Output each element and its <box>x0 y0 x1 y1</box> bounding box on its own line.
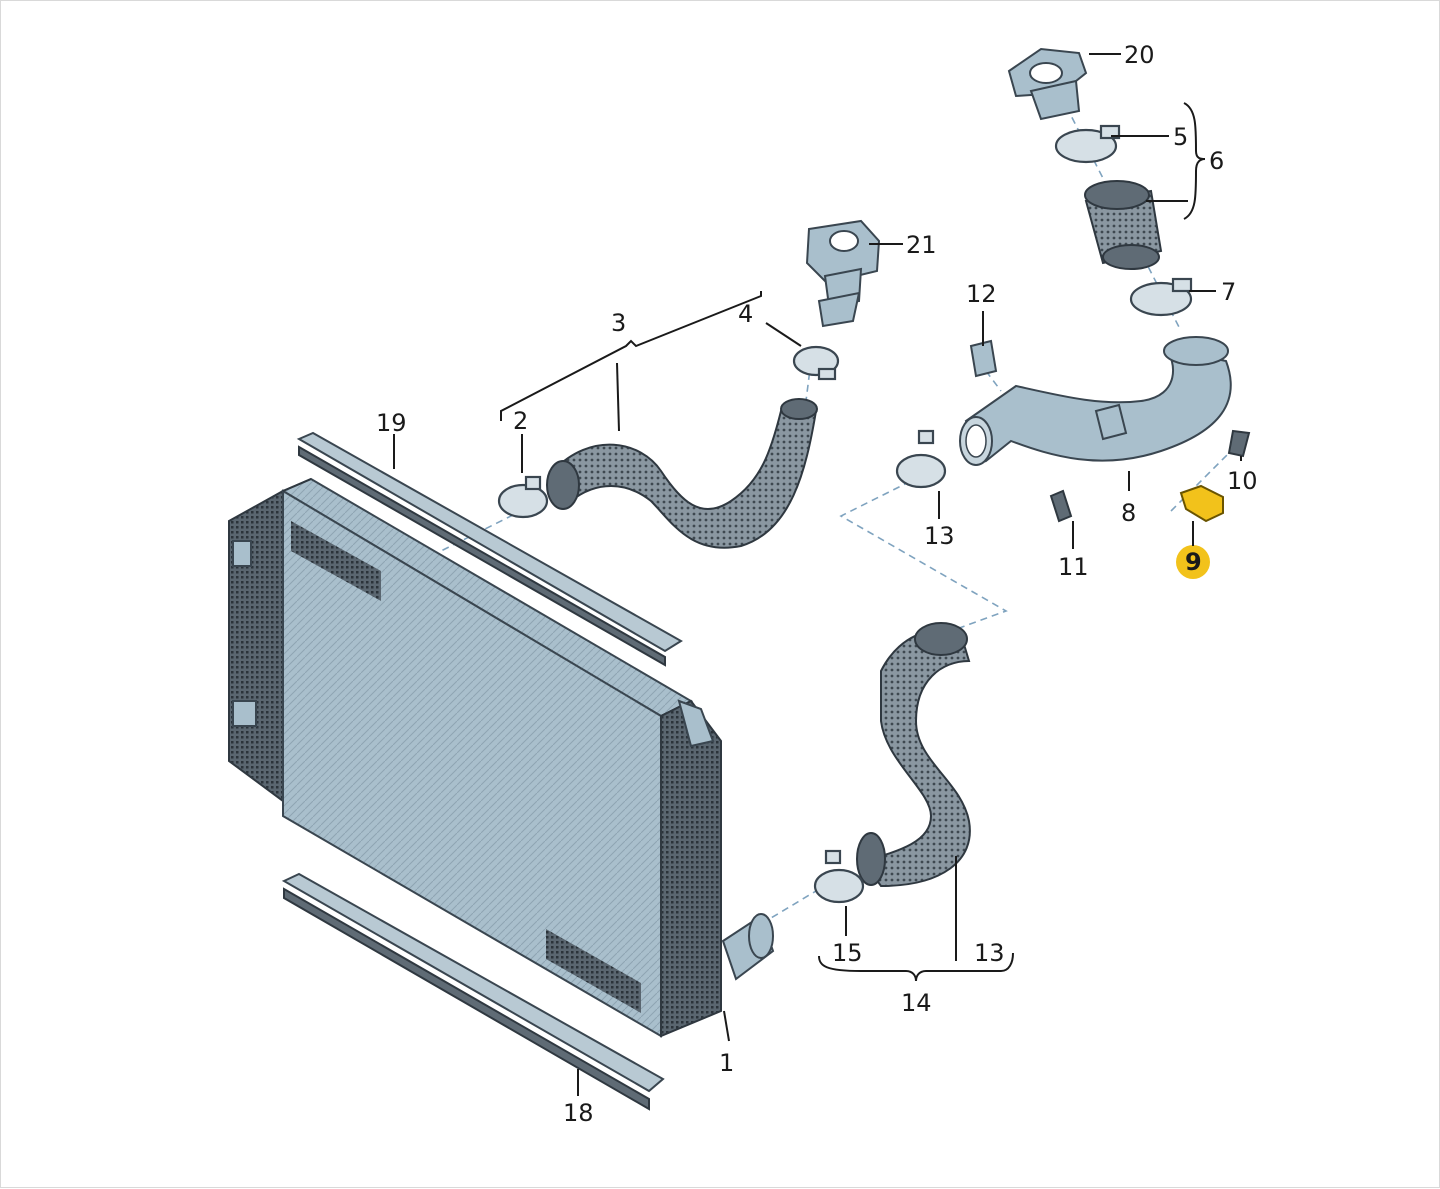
hose-clamp-13 <box>895 429 947 489</box>
hose-clamp-2 <box>497 475 549 519</box>
connector-flange-20 <box>1007 47 1088 121</box>
label-18: 18 <box>563 1099 594 1127</box>
label-1: 1 <box>719 1049 734 1077</box>
part-number-labels: 20 5 6 7 21 4 3 2 19 12 10 8 13 11 9 15 … <box>376 41 1258 1127</box>
charge-air-cooler <box>228 477 775 1038</box>
label-4: 4 <box>738 300 753 328</box>
label-21: 21 <box>906 231 937 259</box>
connector-flange-21 <box>805 219 881 328</box>
label-7: 7 <box>1221 278 1236 306</box>
label-2: 2 <box>513 407 528 435</box>
label-13-lower: 13 <box>974 939 1005 967</box>
hose-clamp-15 <box>813 849 865 904</box>
label-6: 6 <box>1209 147 1224 175</box>
hose-clamp-5 <box>1054 124 1121 164</box>
leader-lines <box>393 53 1242 1096</box>
label-19: 19 <box>376 409 407 437</box>
label-10: 10 <box>1227 467 1258 495</box>
label-8: 8 <box>1121 499 1136 527</box>
bottom-seal-strip <box>281 872 665 1111</box>
charge-air-hose-14 <box>856 622 971 888</box>
label-12: 12 <box>966 280 997 308</box>
label-20: 20 <box>1124 41 1155 69</box>
bolt-10 <box>1227 429 1251 458</box>
bellow-connector-6 <box>1084 180 1163 270</box>
label-5: 5 <box>1173 123 1188 151</box>
hose-clamp-7 <box>1129 277 1193 317</box>
retaining-clip-12 <box>969 339 998 378</box>
label-9: 9 <box>1185 548 1202 576</box>
hose-clamp-4 <box>792 345 840 381</box>
charge-air-pipe-8 <box>959 336 1232 466</box>
bolt-11 <box>1049 489 1073 523</box>
top-seal-strip <box>296 431 683 667</box>
charge-air-hose-3 <box>546 398 818 549</box>
bracket-9-highlighted <box>1176 484 1224 579</box>
label-3: 3 <box>611 309 626 337</box>
label-13-upper: 13 <box>924 522 955 550</box>
label-15: 15 <box>832 939 863 967</box>
label-11: 11 <box>1058 553 1089 581</box>
label-14: 14 <box>901 989 932 1017</box>
